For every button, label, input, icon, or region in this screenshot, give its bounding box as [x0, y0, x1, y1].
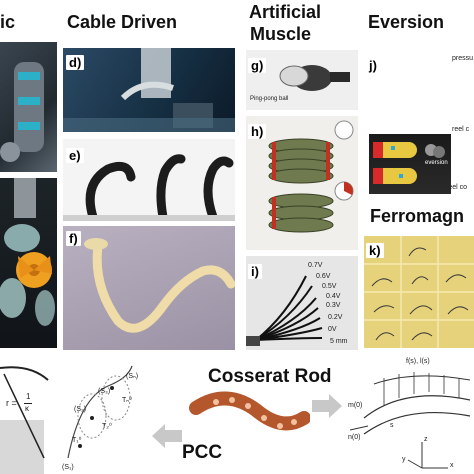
pcc-diagram-graphic	[0, 365, 133, 474]
header-eversion: Eversion	[368, 12, 445, 32]
voltage-0: 0V	[328, 326, 337, 333]
everting-tubes-graphic	[373, 142, 445, 184]
panel-label-i: i)	[248, 264, 262, 279]
panel-label-e: e)	[66, 148, 84, 163]
pressure-annotation: pressu	[452, 55, 474, 62]
panel-label-k: k)	[366, 243, 384, 258]
left-arrow-icon	[152, 424, 182, 448]
header-cosserat-rod: Cosserat Rod	[208, 366, 332, 387]
scale-bar-label: 5 mm	[330, 338, 348, 345]
pcc-t2-label: T₂⁰	[102, 423, 112, 430]
panel-label-h: h)	[248, 124, 267, 139]
panel-f-image: f)	[63, 226, 235, 350]
panel-i-image: i) 0.7V 0.6V 0.5V 0.4V 0.3V 0.2V 0V 5 mm	[246, 256, 358, 350]
header-col1: ic	[0, 12, 16, 32]
voltage-07: 0.7V	[308, 262, 323, 269]
pcc-diagram: r = 1 κ (S₁) T₁⁰ (S₂) T₂⁰ (Sₙ) (S₃) Tₙ⁰	[0, 358, 148, 474]
header-ferromagnetic: Ferromagn	[370, 206, 465, 226]
panel-label-j: j)	[366, 58, 380, 73]
voltage-02: 0.2V	[328, 314, 343, 321]
panel-e-image: e)	[63, 139, 235, 221]
stacked-muscle-graphic	[268, 120, 354, 233]
voltage-06: 0.6V	[316, 273, 331, 280]
ferromagnetic-grid-graphic	[364, 236, 474, 348]
underwater-robot-graphic	[63, 48, 235, 132]
cosserat-s-label: s	[390, 422, 394, 429]
panel-h-image: h)	[246, 116, 358, 250]
arrow-to-pcc	[152, 424, 182, 448]
cosserat-z-label: z	[424, 436, 428, 443]
header-artificial: Artificial	[249, 2, 322, 22]
reel-bottom-annotation: reel co	[446, 184, 468, 191]
panel-g-image: g) Ping-pong ball	[246, 50, 358, 110]
header-pcc: PCC	[182, 442, 223, 463]
cosserat-n0-label: n(0)	[348, 434, 361, 441]
cosserat-force-label: f(s), l(s)	[406, 358, 430, 365]
yellow-tentacle-graphic	[84, 238, 235, 333]
voltage-05: 0.5V	[322, 283, 337, 290]
panel-d-image: d)	[63, 48, 235, 132]
pcc-tn-label: Tₙ⁰	[122, 397, 132, 404]
pcc-sn-label: (Sₙ)	[126, 373, 139, 380]
pcc-t1-label: T₁⁰	[72, 437, 82, 444]
robot-arm-graphic	[0, 62, 44, 162]
ping-pong-muscle-graphic	[279, 65, 350, 91]
panel-j-image: j) pressu reel c reel co eversion	[364, 50, 474, 196]
cosserat-rod-graphic	[349, 372, 471, 469]
panel-label-g: g)	[248, 58, 267, 73]
octopus-arm-graphic	[189, 391, 310, 431]
eversion-word: eversion	[425, 160, 448, 166]
pcc-radius-num: 1	[26, 392, 31, 401]
panel-robot-arm-image	[0, 42, 57, 172]
ping-pong-annotation: Ping-pong ball	[250, 96, 289, 102]
pcc-radius-label: r =	[6, 398, 17, 408]
voltage-bending-graphic	[246, 275, 323, 346]
voltage-03: 0.3V	[326, 302, 341, 309]
arrow-to-cosserat	[312, 394, 342, 418]
eversion-photo: eversion	[369, 134, 451, 194]
pcc-fraction-bar	[24, 403, 32, 404]
panel-k-image: k)	[364, 236, 474, 348]
panel-label-f: f)	[66, 231, 81, 246]
header-cable-driven: Cable Driven	[67, 12, 178, 32]
pcc-radius-den: κ	[25, 404, 29, 413]
cosserat-rod-diagram: f(s), l(s) m(0) n(0) s z x y	[344, 356, 474, 474]
voltage-04: 0.4V	[326, 293, 341, 300]
cosserat-x-label: x	[450, 462, 454, 469]
right-arrow-icon	[312, 394, 342, 418]
panel-flower-gripper-image	[0, 178, 57, 348]
octopus-arm-image	[186, 388, 310, 442]
flower-gripper-graphic	[0, 178, 55, 326]
cosserat-m0-label: m(0)	[348, 402, 363, 409]
panel-label-d: d)	[66, 55, 85, 70]
header-muscle: Muscle	[250, 24, 312, 44]
pcc-s2-label: (S₂)	[74, 406, 87, 413]
pcc-s1-label: (S₁)	[62, 464, 74, 471]
tentacle-poses-graphic	[63, 154, 235, 221]
cosserat-y-label: y	[402, 456, 406, 463]
pcc-s3-label: (S₃)	[98, 388, 111, 395]
reel-top-annotation: reel c	[452, 126, 470, 133]
